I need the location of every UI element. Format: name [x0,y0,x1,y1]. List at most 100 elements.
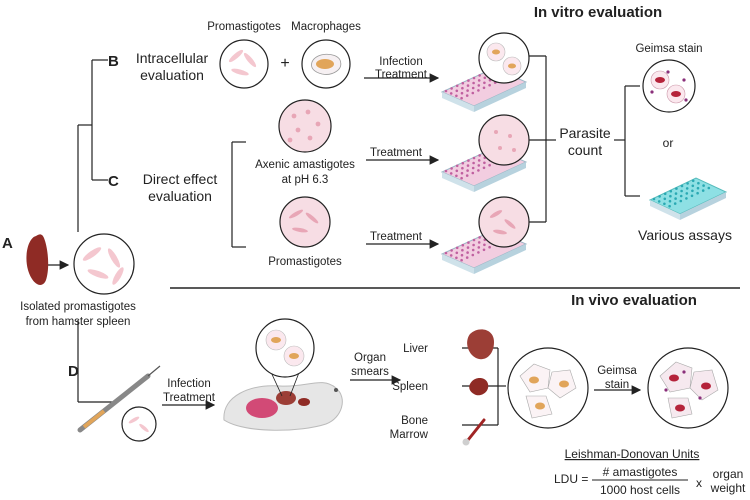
assay-plate [648,177,728,220]
plate-well [701,189,705,192]
plate-well [444,89,448,93]
panel-a-caption-line1: Isolated promastigotes [20,301,136,313]
plate-well [696,186,700,190]
stained-smear-circle [647,347,729,429]
axenic-amastigotes-circle [278,99,332,153]
arrow-d-label-line1: Infection [167,378,210,390]
plate-well [482,248,486,252]
plate-well [668,204,671,208]
plate-well [472,76,476,80]
organ-smears-line2: smears [351,366,389,378]
organ-smear-circle [507,347,589,429]
plate-well [449,92,453,95]
plate-well [472,161,475,165]
plus-sign: + [280,55,289,72]
label-promastigotes-top: Promastigotes [207,21,281,33]
plate-well [460,96,463,100]
plate-well [697,181,700,185]
plate-well [461,166,464,170]
plate-well [477,246,481,249]
bone-marrow-line1: Bone [401,415,428,427]
arrow-b-label-line1: Infection [379,56,422,68]
or-label: or [663,136,674,150]
plate-well [668,199,672,203]
plate-well [471,253,475,257]
geimsa-stain-d-line2: stain [605,379,629,391]
plate-well [466,169,469,172]
ldu-organ-line1: organ [713,467,744,481]
plate-well [477,89,480,92]
macrophage-circle [301,39,351,89]
plate-well [483,243,486,247]
plate-well [685,192,689,195]
plate-well [477,241,481,244]
plate-well [466,164,470,167]
bone-marrow-line2: Marrow [390,429,429,441]
plate-well [461,81,465,85]
plate-well [675,187,678,190]
plate-well [478,154,481,157]
ldu-numerator: # amastigotes [603,465,678,479]
plate-well [461,86,464,90]
tree-connectors [77,55,640,426]
plate-well [658,195,661,198]
in-vivo-heading: In vivo evaluation [571,292,697,309]
plate-well [461,243,465,247]
arrow-b-label-line2: Treatment [375,69,428,81]
plate-well [444,169,448,173]
promastigotes-label-c: Promastigotes [268,256,342,268]
plate-well [483,81,486,85]
plate-well [465,174,469,177]
plate-well [477,84,481,87]
plate-well [471,171,475,175]
plate-well [673,202,677,205]
geimsa-stain-circle [642,59,696,113]
plate-well [669,194,672,198]
plate-well [455,251,459,255]
geimsa-stain-label: Geimsa stain [635,43,702,55]
plate-well [691,189,694,193]
plate-well [488,83,491,87]
spleen-small-icon [469,378,489,396]
process-arrows [48,73,642,410]
ldu-lhs: LDU = [554,472,588,486]
plate-well [467,159,470,162]
plate-well [690,194,694,198]
plate-well [680,189,683,193]
plate-well [450,167,453,170]
plate-well [471,86,475,90]
plate-well [466,84,470,87]
plate-well [482,86,486,90]
bone-icon [462,418,486,446]
well-plate-2 [440,114,530,192]
plate-well [652,197,656,201]
plate-well [478,236,481,239]
plate-well [702,184,705,187]
plate-well [466,251,469,254]
panel-c-title-line2: evaluation [148,188,212,204]
plate-well [472,81,475,85]
plate-well [449,172,453,175]
plate-well [477,79,481,82]
plate-well [483,161,486,165]
label-macrophages: Macrophages [291,21,361,33]
plate-well [465,256,469,259]
geimsa-stain-d-line1: Geimsa [597,365,637,377]
plate-well [685,197,688,200]
plate-well [707,186,711,190]
organ-smears-line1: Organ [354,352,386,364]
plate-well [477,251,480,254]
plate-well [488,245,491,249]
axenic-label-line2: at pH 6.3 [282,174,329,186]
plate-well [455,84,459,88]
plate-well [657,200,661,203]
ldu-times: x [696,476,702,490]
promastigote-culture-circle [73,233,135,295]
plate-well [455,174,458,178]
panel-a-caption-line2: from hamster spleen [26,316,131,328]
plate-well [466,89,469,92]
syringe-icon [77,365,161,433]
plate-well [696,191,699,195]
organ-spleen-label: Spleen [392,381,428,393]
